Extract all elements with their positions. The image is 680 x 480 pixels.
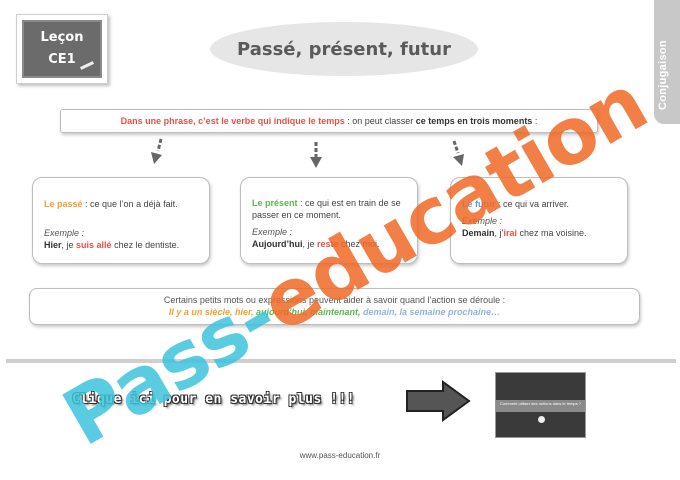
futur-def-text: : ce qui va arriver. — [496, 199, 570, 209]
section-divider — [6, 359, 676, 363]
present-definition: Le présent : ce qui est en train de se p… — [252, 197, 407, 221]
intro-sentence: Dans une phrase, c’est le verbe qui indi… — [121, 116, 538, 126]
futur-ex-end: chez ma voisine. — [517, 228, 587, 238]
present-example: Aujourd’hui, je reste chez moi. — [252, 239, 409, 249]
passe-def-text: : ce que l’on a déjà fait. — [83, 199, 178, 209]
intro-red-text: Dans une phrase, c’est le verbe qui indi… — [121, 116, 345, 126]
side-tab-conjugaison: Conjugaison — [654, 0, 680, 124]
time-words-box: Certains petits mots ou expressions peuv… — [29, 288, 640, 325]
futur-ex-time: Demain — [462, 228, 495, 238]
footer-url[interactable]: www.pass-education.fr — [0, 451, 680, 460]
present-words: aujourd’hui, maintenant — [256, 307, 358, 317]
thumbnail-caption: Comment utiliser des notions dans le tem… — [498, 401, 583, 406]
side-tab-label: Conjugaison — [657, 40, 669, 110]
lesson-board: Leçon CE1 — [16, 14, 108, 84]
futur-term: Le futur — [462, 199, 496, 209]
present-ex-time: Aujourd’hui — [252, 239, 303, 249]
passe-definition: Le passé : ce que l’on a déjà fait. — [44, 198, 199, 210]
futur-ex-mid: , j’ — [495, 228, 504, 238]
present-example-label: Exemple : — [252, 227, 292, 237]
present-term: Le présent — [252, 198, 298, 208]
title-banner: Passé, présent, futur — [210, 22, 478, 76]
card-passe: Le passé : ce que l’on a déjà fait. Exem… — [32, 177, 210, 264]
card-present: Le présent : ce qui est en train de se p… — [240, 177, 418, 264]
arrow-down-left-icon — [148, 137, 164, 165]
arrow-down-icon — [308, 141, 324, 169]
time-words-intro: Certains petits mots ou expressions peuv… — [30, 295, 639, 305]
passe-ex-mid: , je — [62, 240, 77, 250]
futur-example: Demain, j’irai chez ma voisine. — [462, 228, 619, 238]
board-line-lecon: Leçon — [24, 30, 100, 45]
present-ex-verb: reste — [317, 239, 339, 249]
future-words: demain, la semaine prochaine… — [363, 307, 500, 317]
passe-ex-time: Hier — [44, 240, 62, 250]
passe-ex-end: chez le dentiste. — [112, 240, 180, 250]
futur-definition: Le futur : ce qui va arriver. — [462, 198, 617, 210]
passe-ex-verb: suis allé — [76, 240, 112, 250]
futur-example-label: Exemple : — [462, 216, 502, 226]
passe-term: Le passé — [44, 199, 83, 209]
time-words-list: Il y a un siècle, hier, aujourd’hui, mai… — [30, 307, 639, 317]
intro-end-text: : — [532, 116, 537, 126]
page-title: Passé, présent, futur — [237, 39, 451, 60]
intro-bold-text: ce temps en trois moments — [416, 116, 533, 126]
arrow-right-icon[interactable] — [405, 380, 471, 422]
present-ex-mid: , je — [303, 239, 318, 249]
intro-mid-text: : on peut classer — [345, 116, 416, 126]
chalkboard: Leçon CE1 — [22, 20, 102, 78]
video-thumbnail[interactable]: Comment utiliser des notions dans le tem… — [495, 372, 586, 438]
play-icon[interactable] — [538, 416, 545, 423]
passe-example-label: Exemple : — [44, 228, 84, 238]
arrow-down-right-icon — [451, 139, 467, 167]
present-ex-end: chez moi. — [339, 239, 380, 249]
card-futur: Le futur : ce qui va arriver. Exemple : … — [450, 177, 628, 264]
past-words: Il y a un siècle, hier — [169, 307, 251, 317]
passe-example: Hier, je suis allé chez le dentiste. — [44, 240, 201, 250]
intro-box: Dans une phrase, c’est le verbe qui indi… — [60, 109, 598, 133]
futur-ex-verb: irai — [504, 228, 518, 238]
learn-more-link[interactable]: Clique ici pour en savoir plus !!! — [72, 392, 355, 407]
